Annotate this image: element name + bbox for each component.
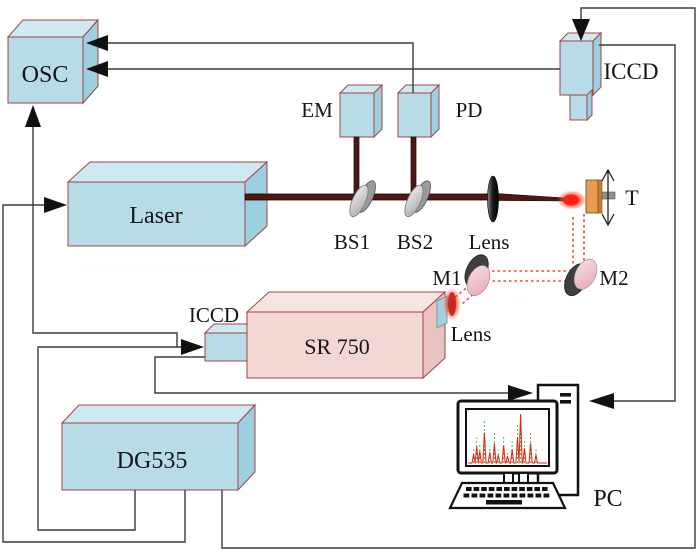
focusing-lens-icon <box>487 175 499 223</box>
m1-face-icon <box>466 265 491 296</box>
pd-side-face <box>430 83 440 139</box>
wire-dg535-to-spec-iccd <box>37 346 182 531</box>
pc-tower-vent-2 <box>560 400 571 404</box>
label-target: T <box>625 185 639 210</box>
m2-face-icon <box>573 258 598 290</box>
wire-spec-iccd-to-pc <box>154 356 508 394</box>
arrowhead-into-spec-iccd-icon <box>181 339 204 355</box>
osc-top-face <box>6 19 100 38</box>
mirror-1 <box>464 254 491 296</box>
delay-generator-box <box>60 403 257 492</box>
label-iccd-top: ICCD <box>604 59 659 84</box>
bs2-front-icon <box>404 184 424 218</box>
wire-pd-to-osc <box>90 42 414 93</box>
label-laser: Laser <box>129 203 182 229</box>
sr750-front-face <box>246 311 424 379</box>
label-lens-main: Lens <box>469 230 510 254</box>
target-assembly <box>585 168 616 227</box>
label-sr750: SR 750 <box>304 334 369 359</box>
pd-front-face <box>397 92 432 138</box>
wire-junction-to-osc <box>32 126 178 347</box>
labels: OSC Laser EM PD BS1 BS2 Lens T ICCD M1 M… <box>22 59 659 512</box>
pc-computer <box>448 383 580 510</box>
arrowhead-into-osc-upper-icon <box>86 35 108 51</box>
collection-lens-icon <box>448 292 456 316</box>
pc-stand-leg-2 <box>518 472 529 484</box>
sr750-top-face <box>245 291 447 313</box>
plasma-light-paths <box>453 214 585 306</box>
dg535-front-face <box>61 422 239 491</box>
iccd-camera-box <box>558 31 603 122</box>
arrowhead-into-osc-bottom-icon <box>25 105 41 127</box>
spec-iccd-front-face <box>204 332 249 362</box>
label-pc: PC <box>593 486 622 512</box>
iccd-snout-front <box>569 94 588 121</box>
em-box <box>338 83 384 139</box>
beamsplitter-1 <box>349 180 376 218</box>
pc-screen-spectrum <box>468 413 547 464</box>
bs1-front-icon <box>349 184 369 218</box>
spectrometer-iccd-box <box>203 323 259 362</box>
laser-beams <box>244 136 567 202</box>
iccd-front-face <box>559 40 594 96</box>
label-bs2: BS2 <box>397 230 433 254</box>
plasma-core-icon <box>563 194 579 206</box>
mirror-2 <box>564 258 598 297</box>
em-side-face <box>373 83 383 139</box>
wires <box>2 7 696 549</box>
wire-dg535-to-iccd <box>221 7 696 549</box>
arrowhead-into-pc-right-icon <box>589 393 614 409</box>
pc-stand-leg-1 <box>503 472 514 484</box>
arrowhead-into-iccd-top-icon <box>572 19 590 41</box>
label-em: EM <box>301 98 333 122</box>
label-pd: PD <box>456 98 483 122</box>
osc-front-face <box>7 36 84 104</box>
label-m2: M2 <box>599 266 628 290</box>
pc-keyboard-keys <box>463 487 550 505</box>
laser-front-face <box>67 181 246 247</box>
laser-top-face <box>66 161 269 183</box>
osc-box <box>6 18 100 105</box>
label-m1: M1 <box>432 266 461 290</box>
pd-box <box>396 83 441 139</box>
target-front <box>585 179 599 214</box>
target-motion-arrow-icon <box>601 168 615 227</box>
label-lens-collect: Lens <box>451 322 492 346</box>
beamsplitter-2 <box>404 180 431 218</box>
em-front-face <box>339 92 375 138</box>
beam-focused <box>496 193 567 202</box>
label-dg535: DG535 <box>117 448 188 474</box>
beam-bs1-to-em <box>353 136 360 198</box>
pc-tower-vent-1 <box>560 393 571 397</box>
iccd-side-face <box>592 31 602 97</box>
label-bs1: BS1 <box>334 230 370 254</box>
label-iccd-spec: ICCD <box>189 303 239 327</box>
laser-box <box>66 160 269 248</box>
arrowhead-into-osc-lower-icon <box>86 61 108 77</box>
arrowheads <box>25 19 614 409</box>
dg535-top-face <box>60 404 257 424</box>
iccd-snout-side <box>586 88 593 122</box>
dotted-m1-to-lens-b <box>460 290 478 306</box>
wire-iccd-to-pc <box>599 44 676 402</box>
arrowhead-into-pc-left-icon <box>508 385 533 401</box>
arrowhead-into-laser-icon <box>44 197 67 213</box>
label-osc: OSC <box>22 62 69 88</box>
wire-dg535-to-laser <box>2 204 186 543</box>
